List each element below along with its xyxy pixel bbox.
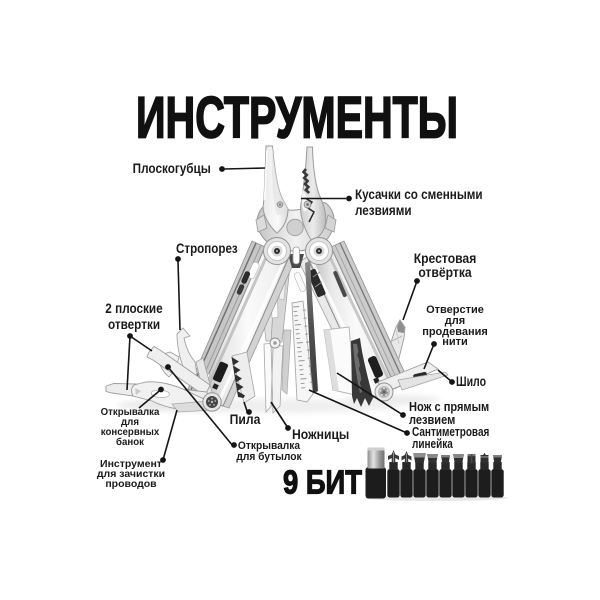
svg-text:ИНСТРУМЕНТЫ: ИНСТРУМЕНТЫ (136, 86, 458, 151)
svg-text:9 БИТ: 9 БИТ (283, 464, 362, 501)
